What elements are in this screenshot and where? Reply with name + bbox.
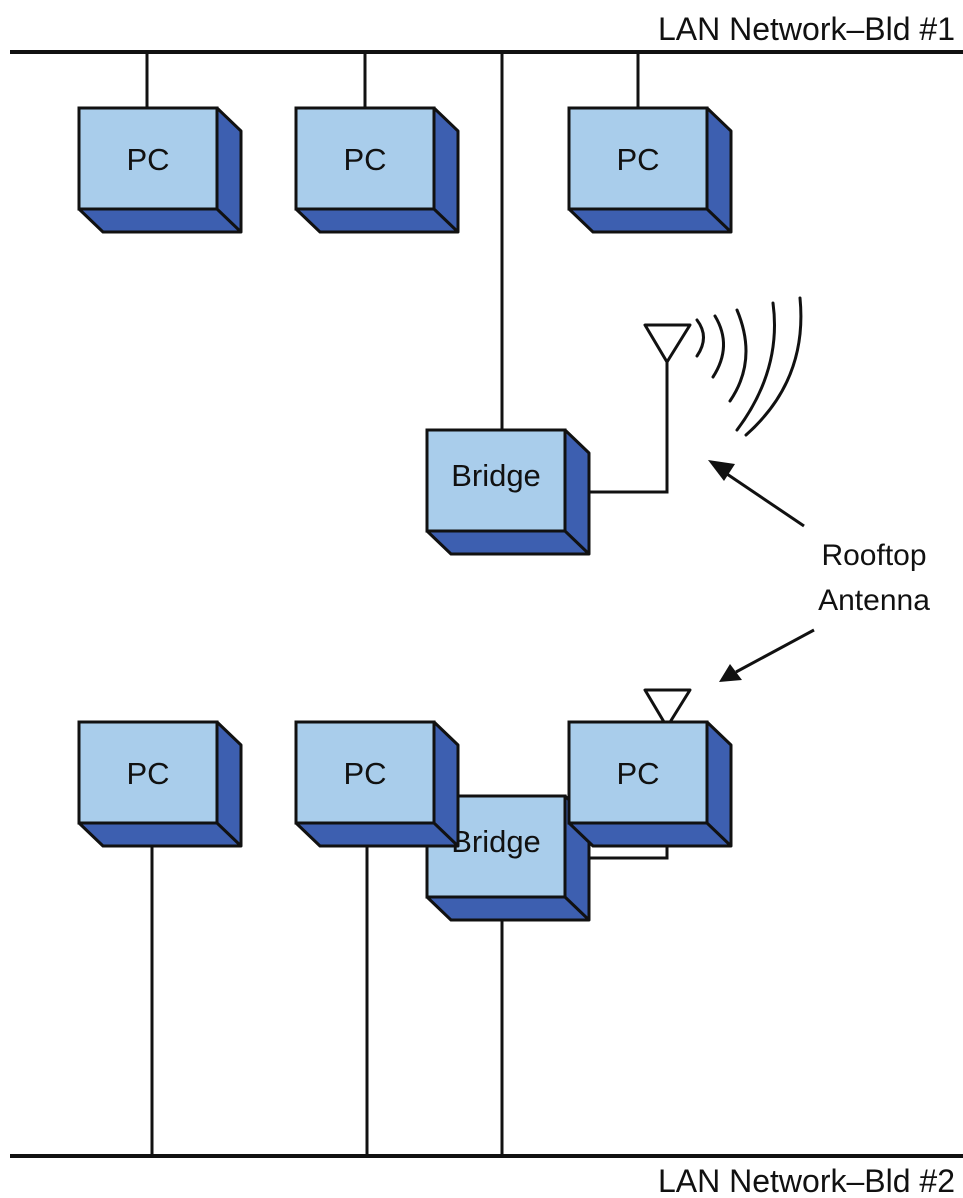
bridge-label: Bridge bbox=[451, 458, 541, 493]
pc-label: PC bbox=[126, 756, 169, 791]
lan-label-bld2: LAN Network–Bld #2 bbox=[658, 1163, 955, 1198]
bridge-label: Bridge bbox=[451, 824, 541, 859]
radio-waves-icon bbox=[695, 296, 803, 437]
lan-label-bld1: LAN Network–Bld #1 bbox=[658, 11, 955, 47]
callout-arrow-upper bbox=[723, 470, 805, 528]
pc-node: PC bbox=[567, 106, 733, 234]
pc-node: PC bbox=[567, 720, 733, 848]
pc-node: PC bbox=[77, 106, 243, 234]
arrowhead-icon bbox=[708, 460, 735, 481]
pc-label: PC bbox=[616, 756, 659, 791]
pc-node: PC bbox=[294, 720, 460, 848]
pc-label: PC bbox=[343, 756, 386, 791]
pc-label: PC bbox=[616, 142, 659, 177]
antenna-icon bbox=[643, 323, 692, 364]
pc-node: PC bbox=[294, 106, 460, 234]
pc-label: PC bbox=[343, 142, 386, 177]
arrowhead-icon bbox=[719, 664, 742, 682]
bridge-node: Bridge bbox=[425, 428, 591, 556]
antenna-icon bbox=[643, 688, 692, 729]
antenna-feed-line bbox=[589, 352, 669, 494]
pc-label: PC bbox=[126, 142, 169, 177]
callout-arrow-lower bbox=[735, 628, 815, 674]
callout-line2: Antenna bbox=[818, 584, 930, 617]
callout-line1: Rooftop bbox=[821, 539, 926, 572]
pc-node: PC bbox=[77, 720, 243, 848]
